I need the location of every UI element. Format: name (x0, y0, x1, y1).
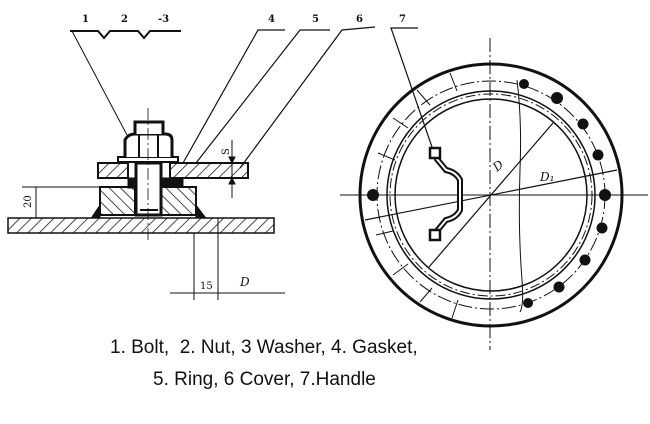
bolt-hole (579, 254, 591, 266)
dimension-20: 20 (23, 195, 34, 208)
callout-7: 7 (399, 14, 406, 25)
bolt-hole (596, 222, 608, 234)
bolt-hole (519, 79, 529, 89)
plan-view (340, 27, 648, 350)
callout-leader-5 (195, 29, 330, 164)
callout-4: 4 (268, 14, 275, 25)
callout-leader-6 (239, 26, 376, 169)
nut (123, 132, 174, 157)
outer-ring-edge (358, 62, 624, 328)
bolt-hole (599, 189, 611, 201)
bolt-holes (367, 79, 611, 308)
bolt-hole (367, 189, 379, 201)
callout-leader-1-2-3 (70, 30, 181, 40)
cover (97, 162, 129, 179)
callout-6: 6 (356, 14, 363, 25)
callout-1: 1 (82, 14, 89, 25)
ring (99, 186, 136, 216)
callout-leader-7 (390, 27, 434, 151)
bolt-hole (523, 298, 533, 308)
label-d1: D₁ (539, 170, 554, 184)
bolt-hole (577, 118, 589, 130)
dimension-s: S (221, 148, 232, 155)
callout-2: 2 (121, 14, 128, 25)
cover-edge (394, 98, 588, 292)
dimension-d: D (239, 275, 250, 289)
bolt (134, 161, 163, 217)
caption-line-1: 1. Bolt, 2. Nut, 3 Washer, 4. Gasket, (110, 337, 418, 358)
caption-line-2: 5. Ring, 6 Cover, 7.Handle (153, 369, 376, 390)
base-plate (7, 217, 275, 234)
callout-leader-4 (182, 29, 285, 164)
bolt-hole (592, 149, 604, 161)
bolt-hole (553, 281, 565, 293)
callout-5: 5 (312, 14, 319, 25)
bolt-hole (551, 92, 563, 104)
dimension-15: 15 (200, 281, 213, 292)
label-d: D (489, 157, 506, 175)
callout-3: -3 (158, 14, 169, 25)
section-view (7, 26, 376, 300)
